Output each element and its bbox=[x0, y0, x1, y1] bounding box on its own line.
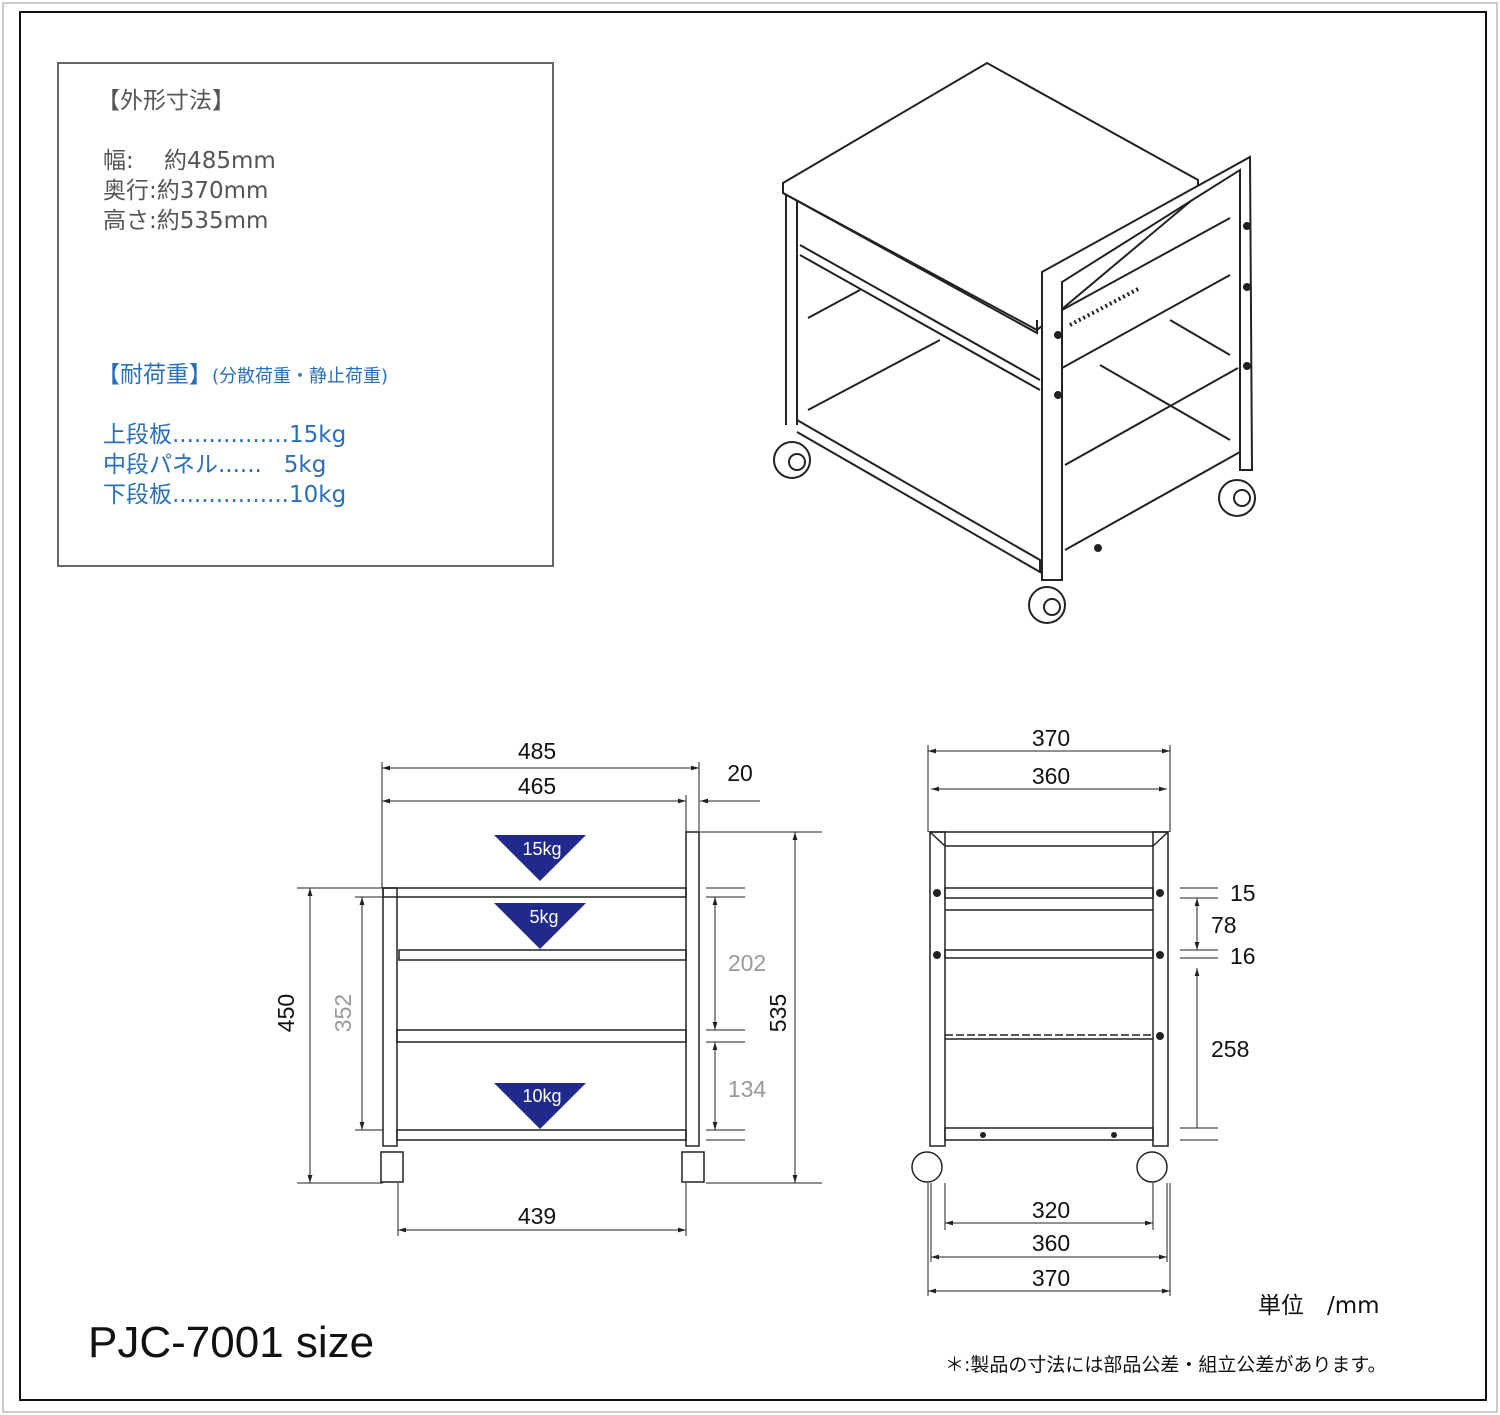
width-spec: 幅: 約485mm bbox=[103, 148, 276, 174]
load-marker-top bbox=[494, 835, 586, 881]
load-label-middle: 5kg bbox=[529, 907, 558, 927]
dim-202: 202 bbox=[728, 950, 766, 976]
load-top-shelf: 上段板................15kg bbox=[103, 422, 347, 448]
dim-15: 15 bbox=[1230, 880, 1256, 906]
load-label-top: 15kg bbox=[522, 839, 561, 859]
dim-360-top: 360 bbox=[1032, 763, 1070, 789]
model-title: PJC-7001 size bbox=[88, 1318, 375, 1367]
dim-258: 258 bbox=[1211, 1036, 1249, 1062]
dim-370-top: 370 bbox=[1032, 725, 1070, 751]
dim-535: 535 bbox=[765, 994, 791, 1032]
dim-450: 450 bbox=[273, 994, 299, 1032]
inner-border bbox=[19, 11, 1487, 1401]
dim-485: 485 bbox=[518, 738, 556, 764]
dim-16: 16 bbox=[1230, 943, 1256, 969]
load-marker-bottom bbox=[494, 1083, 586, 1129]
unit-label: 単位 /mm bbox=[1258, 1293, 1380, 1319]
dim-78: 78 bbox=[1211, 912, 1237, 938]
dim-320: 320 bbox=[1032, 1197, 1070, 1223]
dim-465: 465 bbox=[518, 773, 556, 799]
dim-370-bottom: 370 bbox=[1032, 1265, 1070, 1291]
height-spec: 高さ:約535mm bbox=[103, 208, 269, 234]
isometric-view bbox=[773, 61, 1256, 624]
tolerance-note: ＊:製品の寸法には部品公差・組立公差があります。 bbox=[945, 1354, 1387, 1376]
load-label-bottom: 10kg bbox=[522, 1086, 561, 1106]
dim-20: 20 bbox=[727, 760, 753, 786]
load-subheading: (分散荷重・静止荷重) bbox=[212, 366, 389, 387]
load-marker-middle bbox=[494, 903, 586, 949]
load-capacity-heading: 【耐荷重】(分散荷重・静止荷重) bbox=[97, 360, 388, 392]
load-middle-panel: 中段パネル...... 5kg bbox=[103, 452, 327, 478]
front-view bbox=[297, 762, 822, 1236]
dim-360-bottom: 360 bbox=[1032, 1230, 1070, 1256]
depth-spec: 奥行:約370mm bbox=[103, 178, 269, 204]
dim-134: 134 bbox=[728, 1076, 767, 1102]
load-bottom-shelf: 下段板................10kg bbox=[103, 482, 347, 508]
side-view bbox=[911, 745, 1218, 1296]
outer-dimensions-heading: 【外形寸法】 bbox=[97, 88, 235, 114]
side-view-labels: 370 360 15 78 16 258 320 360 370 bbox=[1032, 725, 1256, 1291]
spec-info-box: 【外形寸法】 幅: 約485mm 奥行:約370mm 高さ:約535mm 【耐荷… bbox=[57, 62, 554, 567]
load-heading-text: 【耐荷重】 bbox=[97, 362, 212, 388]
dim-439: 439 bbox=[518, 1203, 556, 1229]
front-view-labels: 485 465 20 450 352 202 134 535 439 15kg … bbox=[273, 738, 791, 1229]
dim-352: 352 bbox=[330, 994, 356, 1032]
